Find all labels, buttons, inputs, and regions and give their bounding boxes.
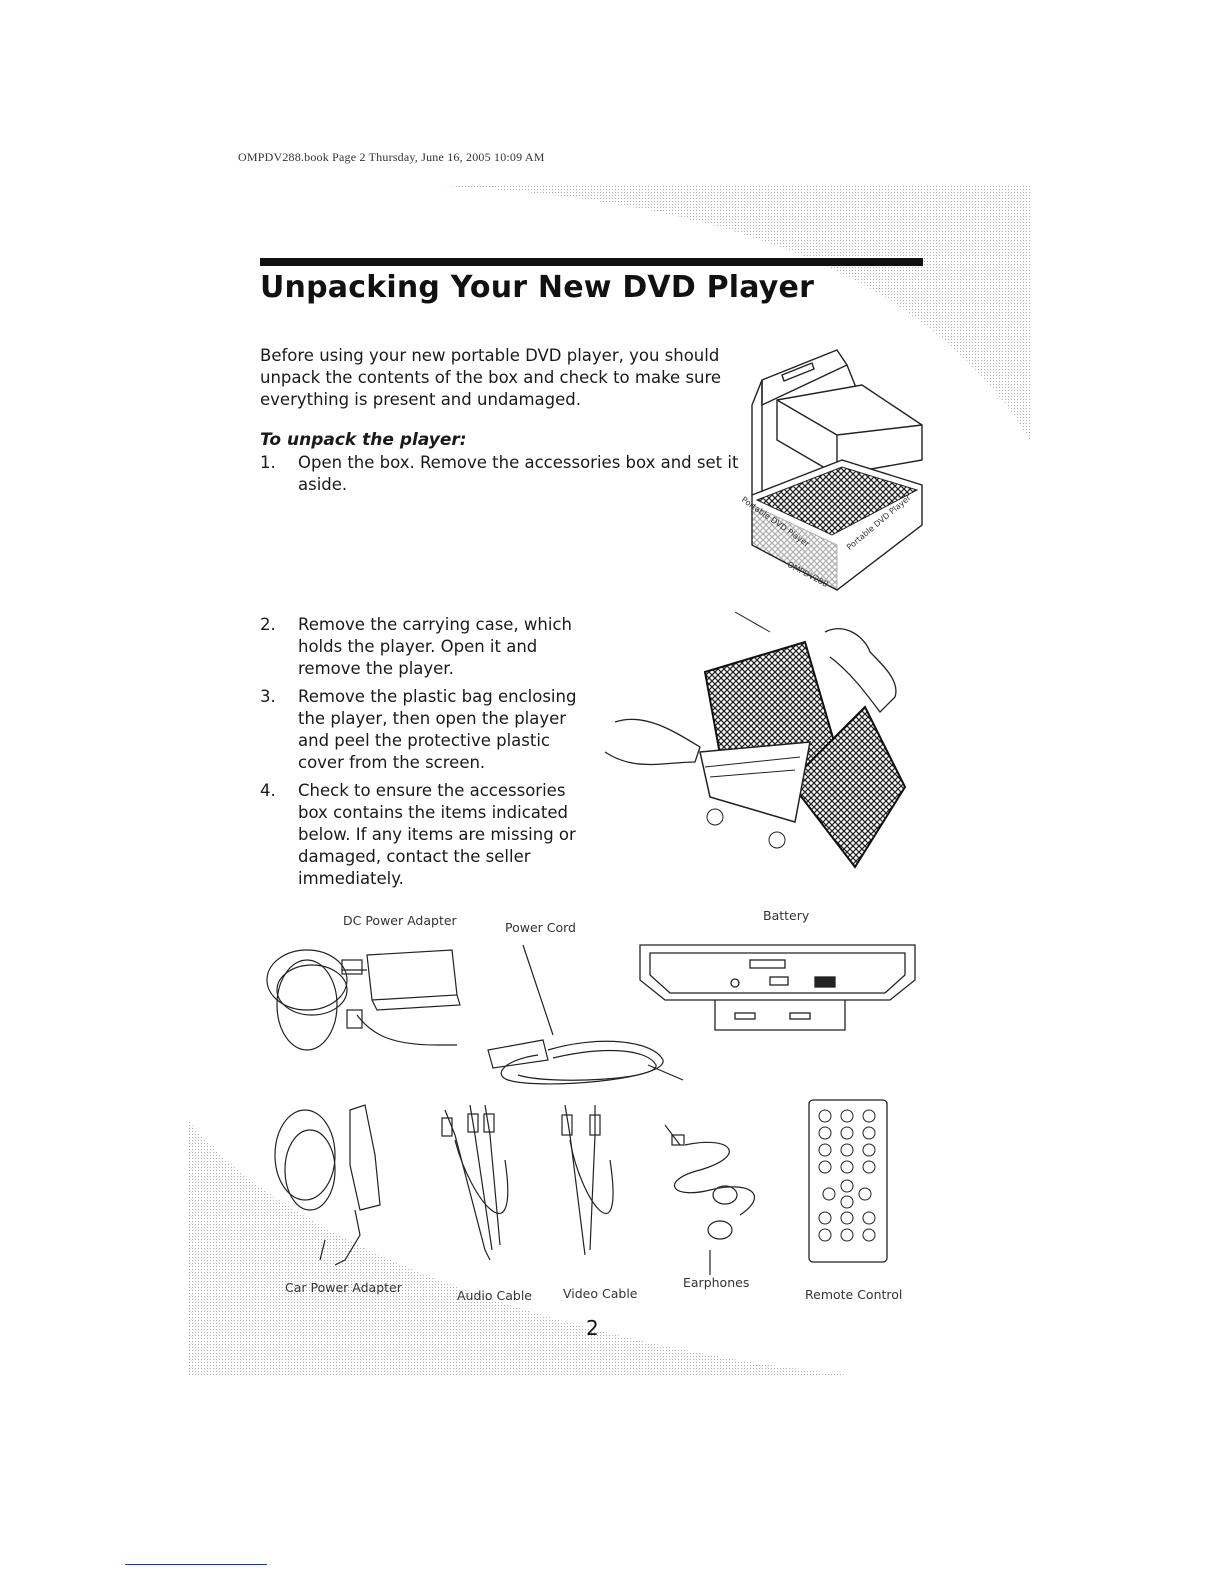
step-number: 3. [260, 687, 276, 706]
step-line: cover from the screen. [298, 753, 486, 772]
step-line: Open the box. Remove the accessories box… [298, 453, 739, 472]
step-line: immediately. [298, 869, 404, 888]
earphones-illustration [664, 1124, 755, 1275]
step-line: below. If any items are missing or [298, 825, 576, 844]
step-4: 4. Check to ensure the accessories box c… [260, 780, 600, 892]
remote-control-illustration [808, 1099, 888, 1263]
top-swoosh-decoration [390, 184, 1030, 440]
step-3: 3. Remove the plastic bag enclosing the … [260, 686, 590, 778]
step-line: and peel the protective plastic [298, 731, 551, 750]
footer-link-underline [125, 1564, 267, 1565]
step-text: Check to ensure the accessories box cont… [298, 780, 576, 890]
step-number: 2. [260, 615, 276, 634]
caption-audio-cable: Audio Cable [457, 1288, 532, 1303]
caption-power-cord: Power Cord [505, 920, 576, 935]
page-number: 2 [586, 1316, 599, 1340]
caption-battery: Battery [763, 908, 810, 923]
step-line: box contains the items indicated [298, 803, 568, 822]
caption-video-cable: Video Cable [563, 1286, 638, 1301]
box-illustration [751, 349, 923, 591]
caption-car-power-adapter: Car Power Adapter [285, 1280, 402, 1295]
caption-earphones: Earphones [683, 1275, 750, 1290]
caption-remote-control: Remote Control [805, 1287, 903, 1302]
step-text: Remove the carrying case, which holds th… [298, 614, 572, 680]
step-line: remove the player. [298, 659, 454, 678]
bottom-swoosh-decoration [188, 1120, 850, 1375]
step-line: Remove the plastic bag enclosing [298, 687, 577, 706]
title-rule [260, 258, 923, 266]
step-line: holds the player. Open it and [298, 637, 538, 656]
intro-line: everything is present and undamaged. [260, 390, 582, 409]
step-line: aside. [298, 475, 348, 494]
intro-line: unpack the contents of the box and check… [260, 368, 722, 387]
intro-line: Before using your new portable DVD playe… [260, 346, 720, 365]
step-line: damaged, contact the seller [298, 847, 531, 866]
audio-cable-illustration [441, 1104, 509, 1261]
dc-power-adapter-illustration [266, 949, 461, 1051]
step-number: 1. [260, 453, 276, 472]
power-cord-illustration [487, 944, 684, 1085]
battery-illustration [639, 944, 916, 1031]
step-line: Remove the carrying case, which [298, 615, 572, 634]
car-power-adapter-illustration [274, 1104, 381, 1266]
intro-paragraph: Before using your new portable DVD playe… [260, 345, 740, 411]
procedure-heading: To unpack the player: [260, 430, 467, 450]
book-page-stamp: OMPDV288.book Page 2 Thursday, June 16, … [238, 150, 545, 164]
caption-dc-power-adapter: DC Power Adapter [343, 913, 457, 928]
step-1: 1. Open the box. Remove the accessories … [260, 452, 760, 502]
video-cable-illustration [561, 1104, 614, 1256]
step-line: the player, then open the player [298, 709, 567, 728]
step-2: 2. Remove the carrying case, which holds… [260, 614, 590, 684]
page-title: Unpacking Your New DVD Player [260, 270, 815, 305]
carrying-case-illustration [604, 612, 907, 869]
step-text: Open the box. Remove the accessories box… [298, 452, 738, 496]
step-line: Check to ensure the accessories [298, 781, 566, 800]
step-text: Remove the plastic bag enclosing the pla… [298, 686, 576, 774]
step-number: 4. [260, 781, 276, 800]
